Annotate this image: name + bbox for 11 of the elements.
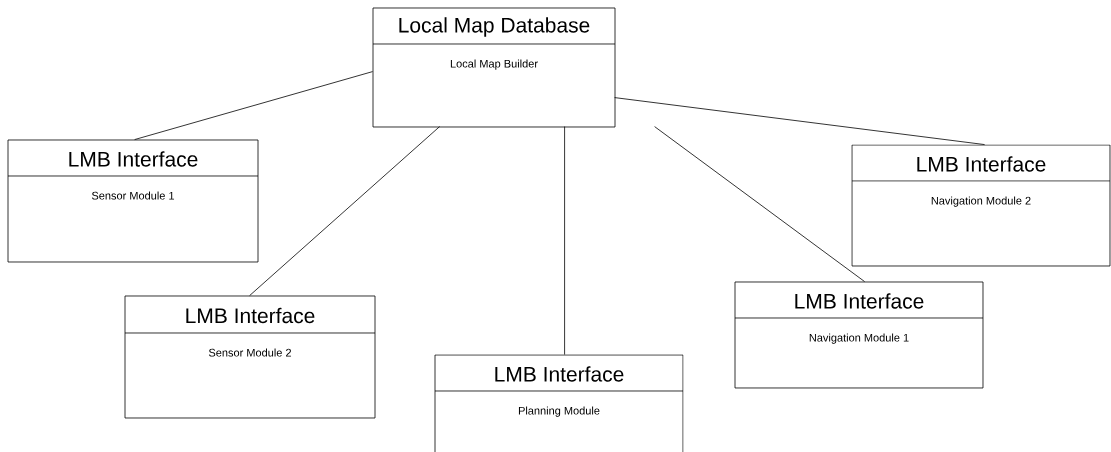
module-box: LMB Interface Sensor Module 1: [7, 139, 259, 263]
connector-line: [249, 126, 440, 296]
connector-line: [614, 97, 985, 145]
connector-line: [564, 126, 565, 355]
module-box: LMB Interface Navigation Module 1: [734, 281, 984, 389]
module-box: LMB Interface Sensor Module 2: [124, 295, 376, 419]
module-box: LMB Interface Navigation Module 2: [851, 144, 1111, 267]
connector-line: [654, 126, 865, 282]
module-box: Local Map Database Local Map Builder: [372, 7, 616, 128]
connector-line: [134, 71, 373, 140]
module-box: LMB Interface Planning Module: [434, 354, 684, 452]
